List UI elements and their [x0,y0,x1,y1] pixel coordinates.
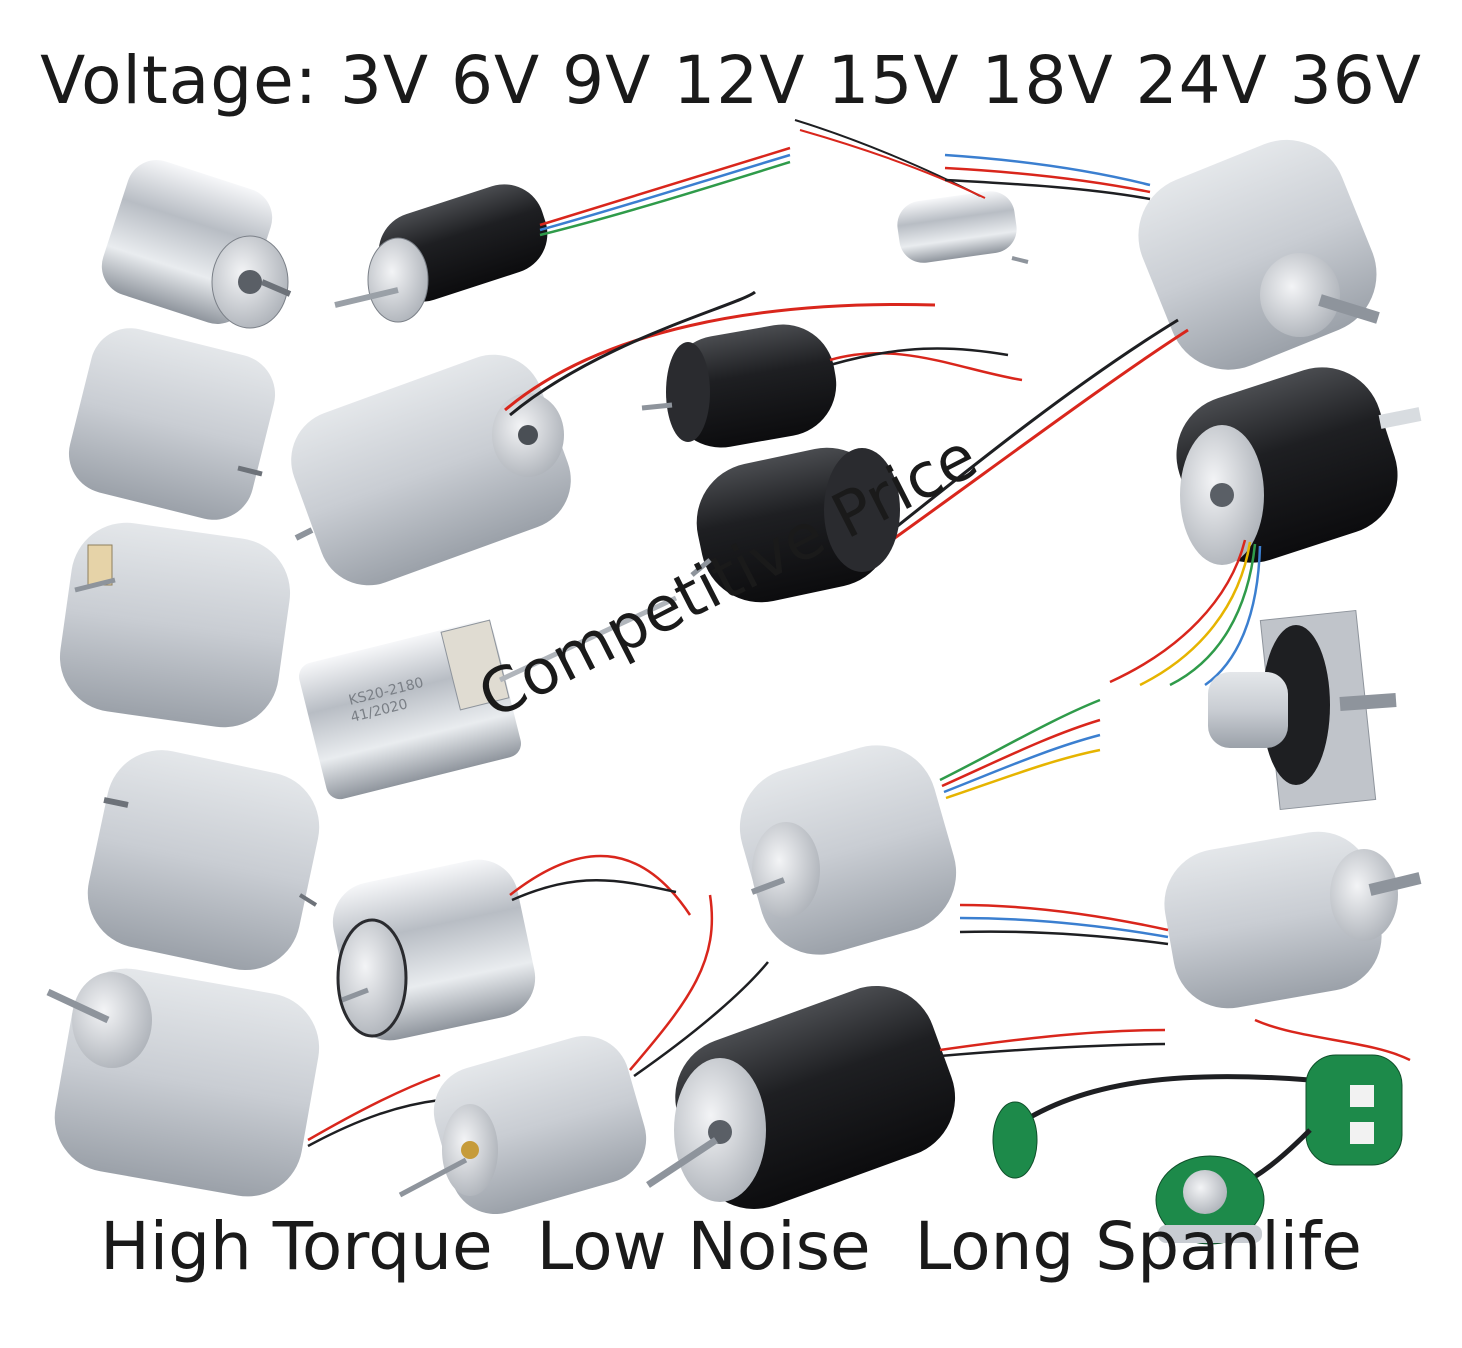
motor-silver-long [291,290,936,586]
motor-black-large-bottom [646,985,1166,1209]
brushless-pcb-assembly [992,1018,1411,1245]
motor-silver-medium-2 [68,328,276,520]
motor-silver-threaded-2 [959,831,1422,1009]
motor-silver-large-threaded [944,139,1380,370]
motor-black-thick [1109,367,1422,687]
motor-ks20-long-shaft: KS20-2180 41/2020 [299,595,678,800]
motor-black-medium-center [690,447,900,603]
motor-silver-large-left [46,968,441,1197]
voltage-headline: Voltage: 3V 6V 9V 12V 15V 18V 24V 36V [40,42,1422,119]
motor-silver-connector [59,522,291,728]
motor-black-small [641,324,1023,448]
motor-silver-tiny [794,119,1029,264]
motor-shiny-black-ring [332,854,692,1041]
motor-silver-brass-shaft [398,894,769,1214]
motor-black-slim-1 [334,146,791,323]
feature-low-noise: Low Noise [536,1208,871,1285]
feature-list: High Torque Low Noise Long Spanlife [0,1208,1462,1285]
motor-silver-multiwire [739,698,1101,955]
wire-bundle-center [879,318,1189,547]
motor-silver-small-1 [101,160,292,329]
feature-high-torque: High Torque [100,1208,493,1285]
motor-gear-flange [1208,609,1397,811]
motor-silver-open-frame [87,750,320,971]
feature-long-spanlife: Long Spanlife [914,1208,1362,1285]
